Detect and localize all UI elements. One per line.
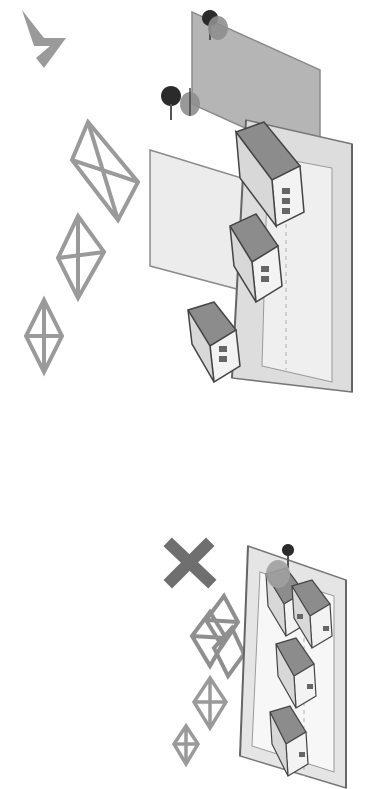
outline-diamond-icon (26, 300, 62, 372)
outline-diamond-icon (58, 216, 104, 298)
outline-diamond-icon (174, 726, 198, 764)
house (188, 302, 240, 382)
stacked-diamonds-icon (192, 596, 244, 676)
light-lot (150, 150, 248, 292)
outline-diamond-icon (194, 678, 226, 728)
cross-icon (172, 546, 208, 580)
top-illustration (0, 0, 371, 400)
outline-diamond-icon (72, 122, 138, 220)
bottom-illustration (0, 520, 371, 789)
corner-arrow-icon (22, 10, 66, 68)
